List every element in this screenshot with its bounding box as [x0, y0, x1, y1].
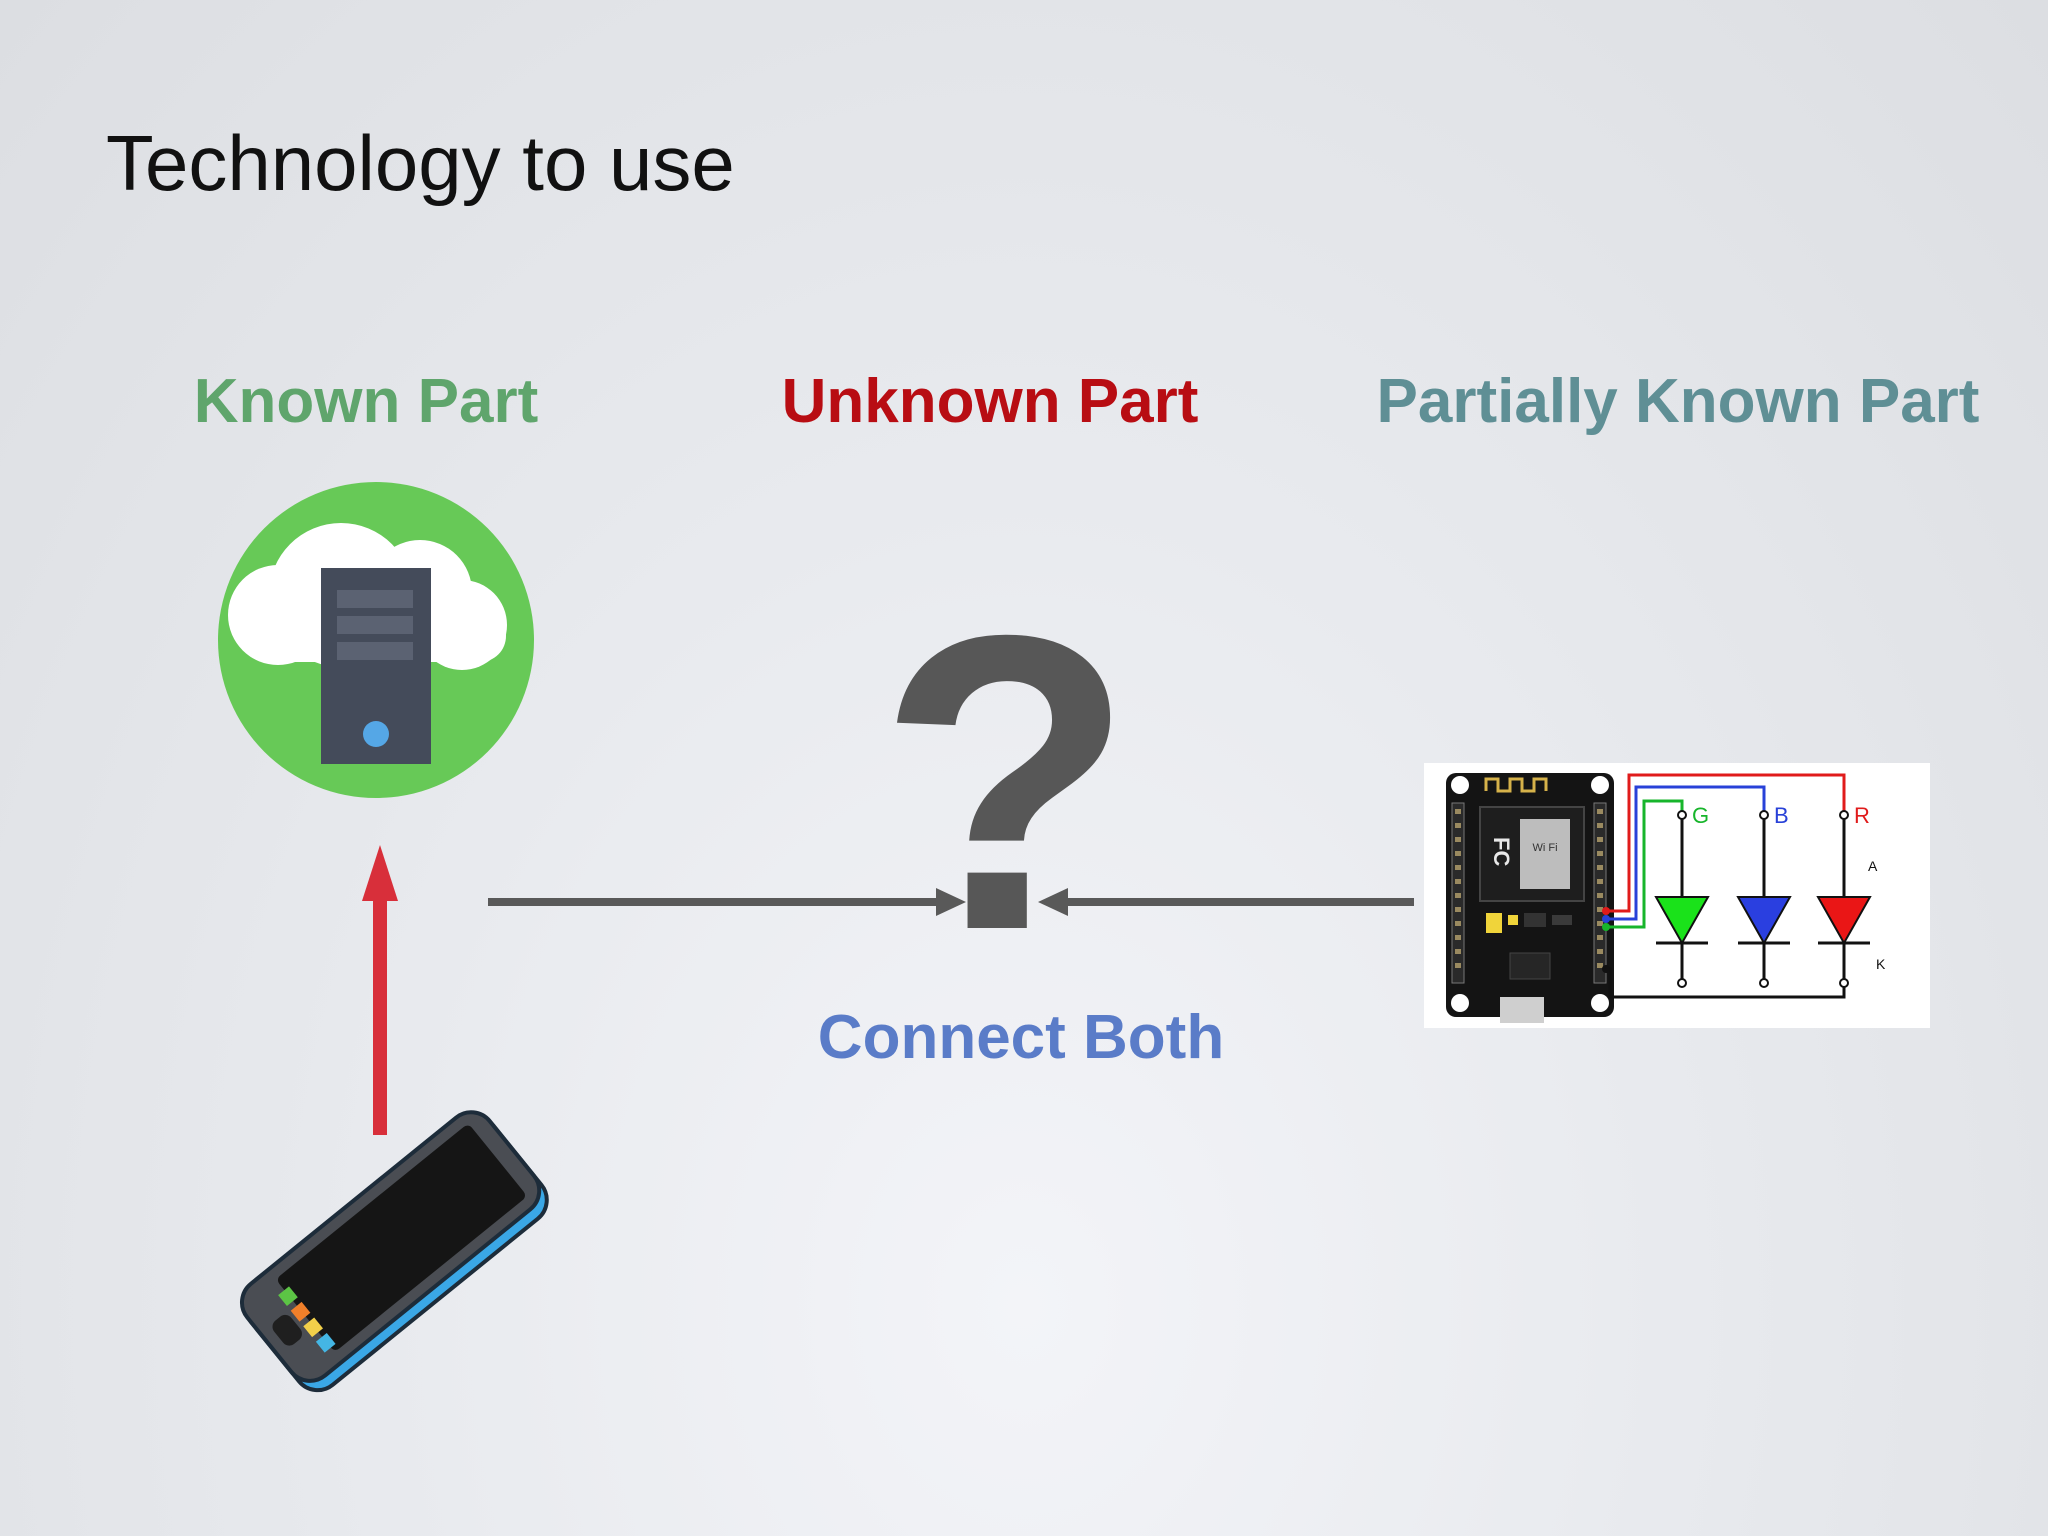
up-arrow [362, 845, 398, 1135]
question-mark: ? [877, 549, 1135, 1018]
smartphone-icon [239, 1110, 549, 1393]
led-label-r: R [1854, 803, 1870, 828]
cathode-label: K [1876, 956, 1886, 972]
anode-label: A [1868, 858, 1878, 874]
led-label-g: G [1692, 803, 1709, 828]
known-part-heading: Known Part [193, 367, 539, 436]
partially-known-part-heading: Partially Known Part [1376, 367, 1980, 436]
nodemcu-rgb-led-circuit-icon: FC Wi Fi [1424, 763, 1930, 1028]
left-connector-arrow [488, 888, 966, 916]
cloud-server-icon [218, 482, 534, 798]
slide-title: Technology to use [106, 119, 735, 207]
chip-marking: Wi Fi [1532, 842, 1557, 854]
right-connector-arrow [1038, 888, 1414, 916]
board-marking: FC [1489, 837, 1514, 866]
connect-both-label: Connect Both [817, 1003, 1225, 1072]
led-label-b: B [1774, 803, 1789, 828]
unknown-part-heading: Unknown Part [781, 367, 1199, 436]
